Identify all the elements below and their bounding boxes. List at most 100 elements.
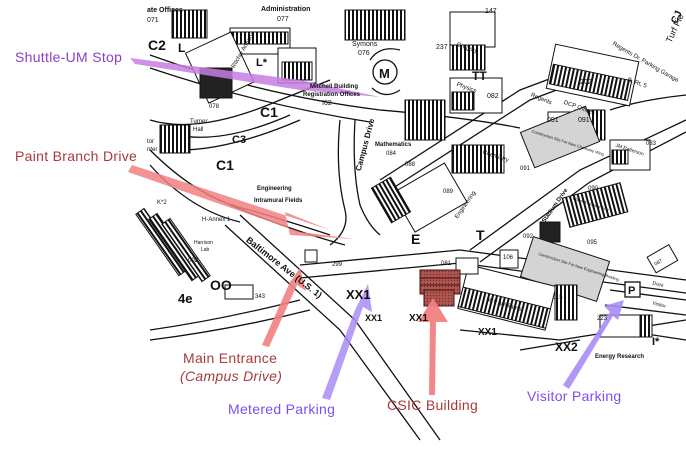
label-visitor-center-2: nter — [147, 147, 157, 153]
label-xx1-c: XX1 — [409, 313, 428, 324]
label-metro-m: M — [379, 66, 390, 81]
label-k2: K*2 — [157, 200, 167, 206]
label-l: L — [178, 41, 185, 55]
label-i-star: I* — [652, 336, 660, 348]
label-c1-top: C1 — [260, 104, 278, 120]
building-turner-hall — [159, 124, 191, 154]
label-hall: Hall — [193, 127, 203, 133]
label-state-offices: ate Offices — [147, 7, 183, 14]
label-intramural-2: Intramural Fields — [254, 198, 303, 204]
label-xx2: XX2 — [555, 340, 578, 354]
arrow-metered-parking — [322, 284, 372, 400]
label-intramural-1: Engineering — [257, 186, 292, 192]
label-087: 087 — [654, 258, 664, 267]
callout-main-entrance: Main Entrance — [183, 350, 278, 366]
label-visitor-center: tor — [147, 139, 154, 145]
building-115 — [554, 284, 578, 321]
construction-chem — [519, 105, 601, 169]
label-l-star: L* — [256, 57, 268, 69]
label-089: 089 — [443, 189, 454, 195]
label-091-a: 091 — [547, 117, 559, 124]
label-cj: CJ — [669, 9, 684, 25]
callout-metered-parking: Metered Parking — [228, 401, 336, 417]
label-077: 077 — [277, 16, 289, 23]
building-gregory — [449, 44, 486, 71]
building-343 — [224, 284, 254, 300]
label-c1-bottom: C1 — [216, 157, 234, 173]
building-147 — [449, 11, 496, 48]
buildings — [135, 9, 679, 338]
label-237: 237 — [436, 44, 448, 51]
building-harrison-lab — [135, 207, 211, 283]
label-e-lot: E — [411, 231, 420, 247]
road-paint-branch — [149, 149, 331, 236]
building-chemistry — [451, 144, 505, 174]
label-299: 299 — [332, 262, 343, 268]
label-chemistry-091: 091 — [520, 166, 531, 172]
label-harrison: Harrison — [194, 240, 213, 246]
road-lower — [299, 249, 686, 281]
label-4e: 4e — [178, 291, 192, 306]
label-visitor-small: Visitor — [652, 300, 667, 309]
road-baltimore-ave — [224, 224, 421, 441]
building-chem-nuclear — [561, 182, 629, 228]
label-088: 088 — [405, 162, 416, 168]
label-p-sign: P — [628, 285, 635, 297]
road-campus-drive — [329, 119, 347, 246]
label-071: 071 — [147, 17, 159, 24]
label-xx1-d: XX1 — [478, 327, 497, 338]
callout-arrows — [128, 58, 624, 400]
label-baltimore: Baltimore Ave (U.S. 1) — [244, 235, 324, 300]
label-symons: Symons — [352, 41, 378, 48]
label-202: 202 — [580, 79, 592, 86]
building-106 — [499, 249, 519, 269]
label-095: 095 — [587, 240, 598, 246]
label-091-b: 091 — [578, 117, 590, 124]
label-h-annex: H-Annex 1 — [202, 217, 231, 223]
building-csic — [419, 269, 461, 307]
label-c2: C2 — [148, 37, 166, 53]
label-002: 002 — [188, 258, 199, 264]
label-c3: C3 — [232, 134, 246, 146]
callout-visitor-parking: Visitor Parking — [527, 388, 622, 404]
callout-paint-branch-drive: Paint Branch Drive — [15, 148, 138, 164]
building-symons — [344, 9, 406, 41]
label-081: 081 — [441, 261, 452, 267]
label-t-lot: T — [476, 227, 485, 243]
label-registration: Registration Offices — [303, 92, 361, 98]
label-147: 147 — [485, 8, 497, 15]
label-xx1-b: XX1 — [365, 313, 382, 323]
label-tt: TT — [472, 69, 487, 83]
label-082: 082 — [487, 93, 499, 100]
label-turner: Turner — [190, 119, 207, 125]
label-campus-drive: Campus Drive — [354, 117, 377, 172]
label-energy-research: Energy Research — [595, 354, 644, 360]
arrow-shuttle — [130, 58, 380, 97]
label-223: 223 — [597, 316, 608, 322]
arrow-csic — [418, 298, 448, 395]
label-mitchell: Mitchell Building — [310, 84, 358, 90]
label-dock: Dock — [652, 280, 665, 289]
label-mathematics: Mathematics — [375, 142, 412, 148]
callout-shuttle-um-stop: Shuttle-UM Stop — [15, 49, 123, 65]
label-078: 078 — [209, 104, 220, 110]
label-106: 106 — [503, 255, 514, 261]
label-162: I62 — [322, 100, 332, 107]
label-092: 092 — [523, 234, 534, 240]
parking-p-icon — [624, 281, 641, 298]
arrow-main-entrance — [262, 268, 306, 347]
arrow-paint-branch — [128, 165, 355, 239]
label-343: 343 — [255, 294, 266, 300]
label-lab: Lab — [201, 247, 210, 253]
label-076: 076 — [358, 50, 370, 57]
building-299 — [304, 249, 318, 263]
building-state-offices — [171, 9, 208, 39]
building-087 — [646, 244, 679, 274]
label-083: 083 — [646, 141, 657, 147]
road-stadium — [469, 119, 686, 251]
callout-main-entrance-sub: (Campus Drive) — [180, 368, 283, 384]
building-092 — [539, 221, 561, 243]
label-090: 090 — [588, 186, 599, 192]
arrow-visitor-parking — [563, 300, 624, 389]
label-administration: Administration — [261, 6, 310, 13]
